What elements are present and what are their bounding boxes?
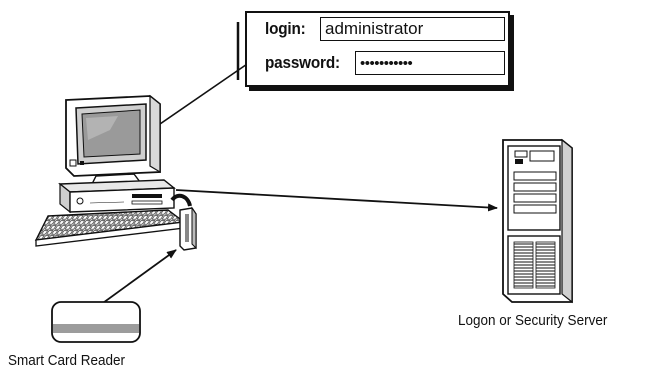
server-tower-icon xyxy=(502,138,573,304)
card-reader-device-icon xyxy=(170,193,197,251)
login-input[interactable]: administrator xyxy=(320,17,505,41)
keyboard-icon xyxy=(34,209,186,247)
desktop-unit-icon xyxy=(58,179,176,214)
login-prompt-panel: login: administrator password: •••••••••… xyxy=(245,11,510,87)
workstation-icon xyxy=(34,94,197,251)
login-row: login: administrator xyxy=(265,17,505,41)
password-input[interactable]: ••••••••••• xyxy=(355,51,505,75)
card-reader-caption: Smart Card Reader xyxy=(8,352,126,369)
workstation-to-server-arrow xyxy=(175,189,498,212)
server-caption: Logon or Security Server xyxy=(458,312,608,329)
smart-card-icon xyxy=(51,301,141,343)
password-label: password: xyxy=(265,53,340,72)
card-to-reader-arrow xyxy=(95,249,177,309)
monitor-icon xyxy=(65,94,161,185)
login-label: login: xyxy=(265,19,306,38)
password-row: password: ••••••••••• xyxy=(265,51,505,75)
